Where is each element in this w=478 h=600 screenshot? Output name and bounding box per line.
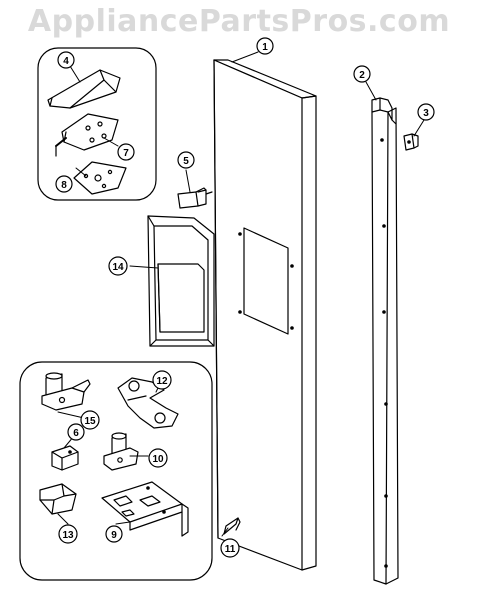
hinge-cover-part bbox=[47, 69, 121, 109]
hinge-shim-part bbox=[73, 161, 127, 195]
callout-13: 13 bbox=[58, 524, 78, 544]
callout-9: 9 bbox=[105, 525, 123, 543]
svg-text:7: 7 bbox=[123, 148, 129, 159]
svg-text:13: 13 bbox=[62, 530, 74, 541]
callout-15: 15 bbox=[80, 410, 100, 430]
svg-text:15: 15 bbox=[84, 416, 96, 427]
svg-text:12: 12 bbox=[156, 376, 168, 387]
svg-text:14: 14 bbox=[112, 262, 124, 273]
hinge-group-bottom-box bbox=[19, 361, 213, 581]
small-bracket-part bbox=[177, 187, 213, 209]
angle-bracket-part bbox=[51, 445, 79, 471]
hinge-pin-lower-part bbox=[103, 432, 139, 471]
callout-1: 1 bbox=[256, 37, 274, 55]
callout-3: 3 bbox=[417, 103, 435, 121]
callout-11: 11 bbox=[220, 538, 240, 558]
callout-5: 5 bbox=[177, 151, 195, 169]
callout-10: 10 bbox=[148, 448, 168, 468]
callout-7: 7 bbox=[117, 143, 135, 161]
trim-clip-part bbox=[403, 133, 419, 151]
callout-4: 4 bbox=[57, 51, 75, 69]
door-stop-clip-part bbox=[39, 483, 77, 515]
lower-hinge-bracket-part bbox=[117, 377, 179, 429]
watermark-logo: AppliancePartsPros.com bbox=[27, 4, 451, 39]
door-clip-part bbox=[223, 517, 241, 535]
svg-text:6: 6 bbox=[73, 428, 79, 439]
callout-2: 2 bbox=[353, 65, 371, 83]
svg-text:2: 2 bbox=[359, 70, 365, 81]
svg-text:1: 1 bbox=[262, 42, 268, 53]
svg-text:9: 9 bbox=[111, 530, 117, 541]
svg-text:5: 5 bbox=[183, 156, 189, 167]
hinge-group-top-box bbox=[37, 47, 157, 201]
svg-text:3: 3 bbox=[423, 108, 429, 119]
dispenser-housing-part bbox=[147, 215, 215, 347]
handle-trim-part bbox=[371, 97, 399, 585]
leader-lines bbox=[57, 51, 425, 537]
callout-14: 14 bbox=[108, 256, 128, 276]
callout-6: 6 bbox=[67, 423, 85, 441]
svg-text:4: 4 bbox=[63, 56, 69, 67]
svg-text:11: 11 bbox=[225, 544, 236, 555]
callout-12: 12 bbox=[152, 370, 172, 390]
svg-text:8: 8 bbox=[61, 180, 67, 191]
base-hinge-plate-part bbox=[101, 481, 189, 537]
door-panel-part bbox=[213, 59, 317, 571]
hinge-pin-part bbox=[41, 372, 91, 411]
callout-8: 8 bbox=[55, 175, 73, 193]
top-hinge-part bbox=[55, 113, 119, 157]
svg-text:10: 10 bbox=[152, 454, 164, 465]
